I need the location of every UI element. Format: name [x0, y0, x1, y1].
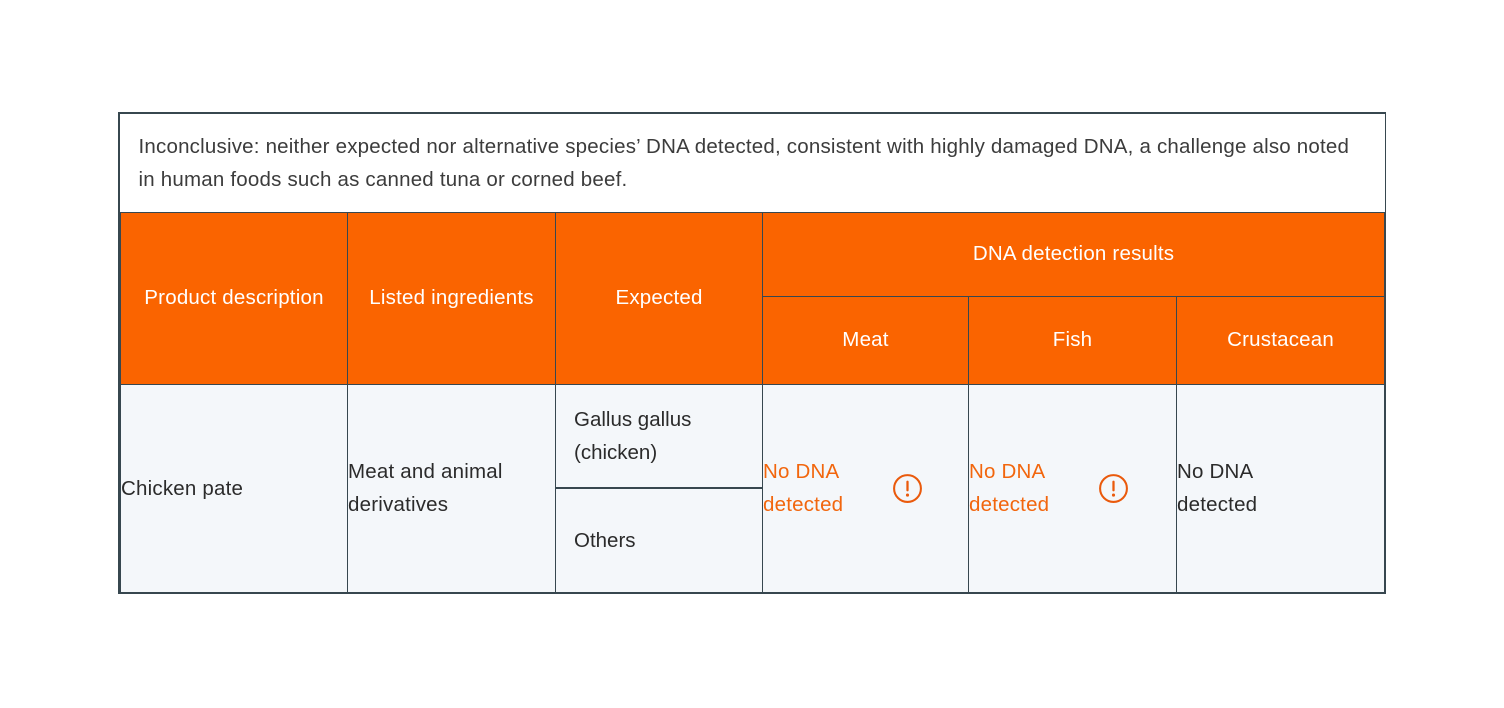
result-meat-value: No DNA detected [763, 460, 844, 516]
header-meat-label: Meat [842, 328, 889, 351]
cell-expected: Gallus gallus (chicken) Others [555, 383, 763, 593]
product-description-value: Chicken pate [121, 476, 244, 500]
header-dna-detection-results-label: DNA detection results [972, 242, 1175, 265]
dna-results-table: Inconclusive: neither expected nor alter… [120, 114, 1386, 593]
header-fish-label: Fish [1052, 328, 1093, 351]
header-meat: Meat [762, 295, 969, 385]
header-fish: Fish [968, 295, 1177, 385]
header-crustacean-label: Crustacean [1227, 328, 1334, 351]
header-expected: Expected [555, 211, 763, 385]
expected-value-others: Others [574, 528, 636, 552]
header-product-description-label: Product description [144, 286, 324, 309]
warning-circle-icon [893, 473, 922, 503]
header-crustacean: Crustacean [1175, 295, 1386, 385]
figure-caption: Inconclusive: neither expected nor alter… [138, 134, 1350, 191]
header-dna-detection-results: DNA detection results [761, 211, 1386, 297]
listed-ingredients-value: Meat and animal derivatives [348, 460, 503, 516]
warning-circle-icon [1099, 473, 1128, 503]
header-expected-label: Expected [615, 286, 703, 309]
result-crustacean-value: No DNA detected [1177, 460, 1258, 516]
expected-value-primary: Gallus gallus (chicken) [556, 385, 762, 489]
dna-results-table-container: Inconclusive: neither expected nor alter… [118, 112, 1386, 594]
header-sub-row: Meat Fish Crustacean [121, 295, 1386, 385]
header-group-row: Product description Listed ingredients E… [120, 211, 1386, 385]
cell-product-description: Chicken pate [120, 383, 348, 593]
header-product-description: Product description [120, 211, 348, 385]
result-fish-value: No DNA detected [969, 460, 1050, 516]
header-listed-ingredients: Listed ingredients [347, 211, 556, 385]
header-listed-ingredients-label: Listed ingredients [369, 286, 534, 309]
cell-result-meat: No DNA detected [762, 383, 969, 593]
cell-result-crustacean: No DNA detected [1175, 383, 1386, 593]
caption-row: Inconclusive: neither expected nor alter… [120, 114, 1385, 213]
table-row: Chicken pate Meat and animal derivatives… [120, 383, 1386, 593]
cell-result-fish: No DNA detected [968, 383, 1177, 593]
caption-cell: Inconclusive: neither expected nor alter… [120, 114, 1385, 213]
cell-listed-ingredients: Meat and animal derivatives [347, 383, 556, 593]
